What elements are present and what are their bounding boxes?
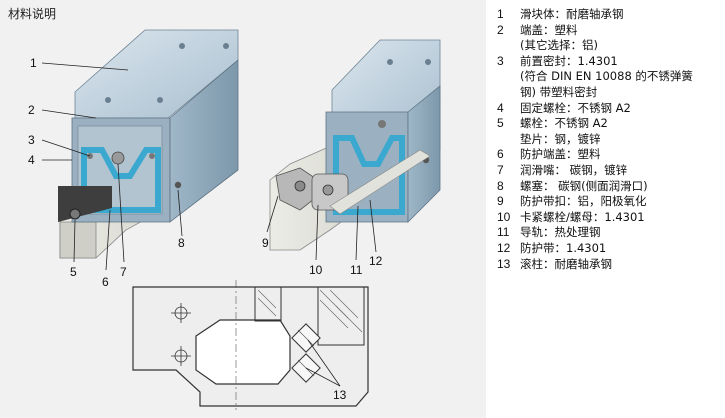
callout-6: 6: [102, 275, 109, 289]
callout-10: 10: [309, 263, 323, 277]
callout-2: 2: [28, 103, 35, 117]
callout-9: 9: [262, 236, 269, 250]
cross-section: [132, 280, 369, 410]
legend-item-5-line-2: 垫片：钢，镀锌: [520, 131, 601, 146]
legend-item-3-line-2: (符合 DIN EN 10088 的不锈弹簧: [520, 69, 693, 84]
callout-12: 12: [369, 254, 383, 268]
right-carriage: [269, 39, 441, 251]
callout-7: 7: [120, 265, 127, 279]
guide-carriage-illustration: 1 2 3 4 5 6 7 8 9 10 11 12 13: [28, 29, 441, 410]
callout-1: 1: [30, 56, 37, 70]
panel-title: 材料说明: [8, 7, 57, 21]
legend-item-3-line-3: 钢) 带塑料密封: [520, 84, 598, 99]
leader-lines: [41, 62, 377, 387]
callout-8: 8: [178, 236, 185, 250]
legend-item-2-line-2: (其它选择：铝): [520, 38, 598, 53]
callout-5: 5: [70, 265, 77, 279]
callout-4: 4: [28, 153, 35, 167]
callout-13: 13: [333, 388, 347, 402]
callout-3: 3: [28, 133, 35, 147]
left-carriage: [58, 29, 239, 259]
callout-11: 11: [350, 263, 363, 277]
